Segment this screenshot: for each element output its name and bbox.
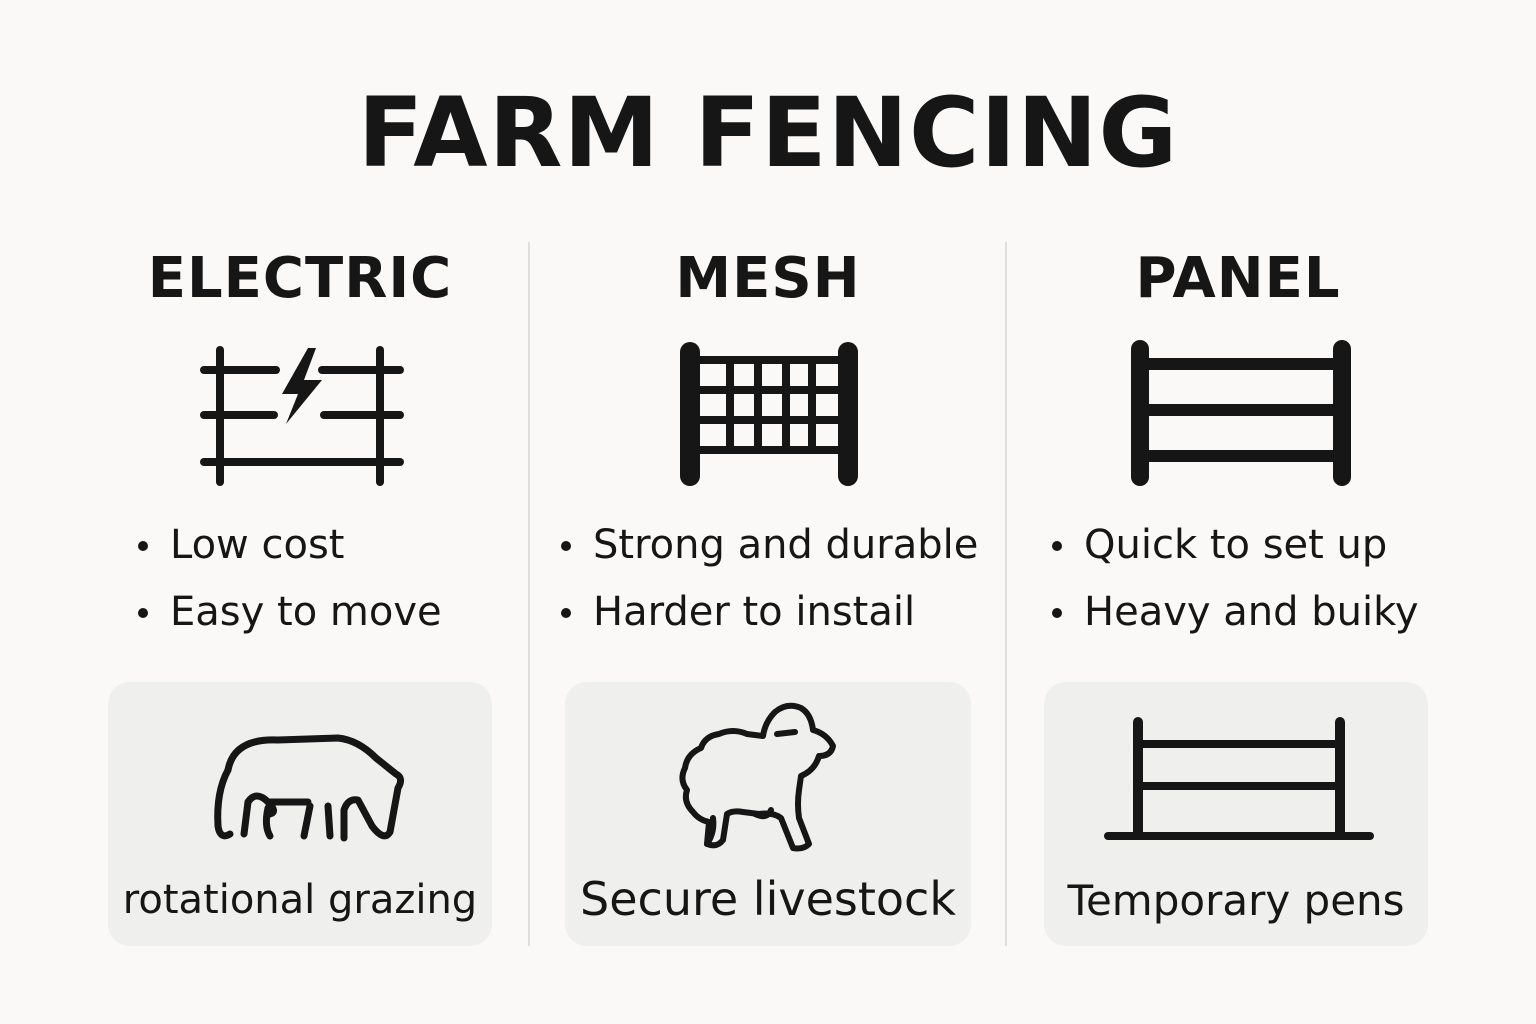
column-heading: PANEL xyxy=(1135,246,1341,311)
use-case-label: Secure livestock xyxy=(580,872,956,926)
column-panel: PANEL Quick to set up Heavy and buiky xyxy=(1009,0,1467,1024)
column-heading: MESH xyxy=(675,246,861,311)
use-case-card: rotational grazing xyxy=(108,682,492,946)
mesh-fence-icon xyxy=(680,342,858,486)
pros-cons-list: Quick to set up Heavy and buiky xyxy=(1052,512,1419,646)
pros-cons-list: Strong and durable Harder to instail xyxy=(561,512,978,646)
pen-fence-icon xyxy=(1104,717,1374,840)
panel-fence-icon xyxy=(1131,340,1351,486)
column-heading: ELECTRIC xyxy=(147,246,453,311)
pros-cons-list: Low cost Easy to move xyxy=(138,512,442,646)
column-electric: ELECTRIC Low cost Easy to move xyxy=(70,0,530,1024)
use-case-card: Secure livestock xyxy=(565,682,971,946)
list-item: Heavy and buiky xyxy=(1052,579,1419,646)
sheep-icon xyxy=(679,702,836,852)
list-item: Quick to set up xyxy=(1052,512,1419,579)
list-item: Low cost xyxy=(138,512,442,579)
electric-fence-icon xyxy=(200,346,404,486)
use-case-label: rotational grazing xyxy=(122,877,478,923)
column-divider xyxy=(528,242,530,946)
use-case-label: Temporary pens xyxy=(1067,876,1405,925)
column-divider xyxy=(1005,242,1007,946)
list-item: Harder to instail xyxy=(561,579,978,646)
list-item: Strong and durable xyxy=(561,512,978,579)
page-title: FARM FENCING xyxy=(357,77,1179,189)
list-item: Easy to move xyxy=(138,579,442,646)
cow-grazing-icon xyxy=(214,734,405,842)
use-case-card: Temporary pens xyxy=(1044,682,1428,946)
column-mesh: MESH Strong and durable Harder to instai… xyxy=(532,0,1004,1024)
